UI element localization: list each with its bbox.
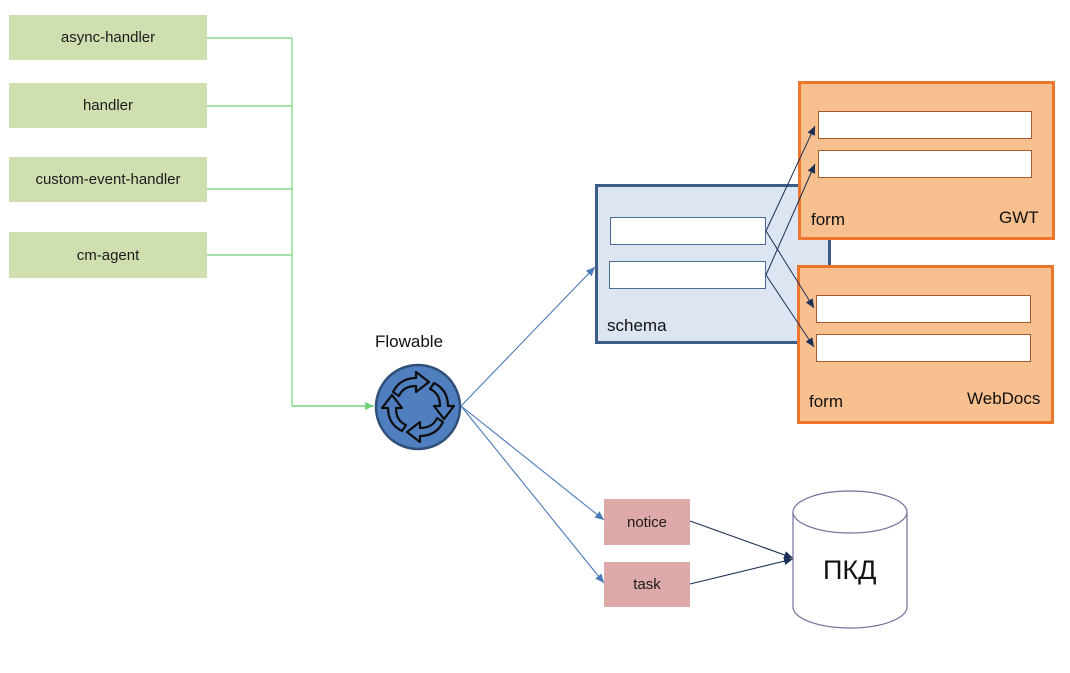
cycle-arrows-icon xyxy=(380,370,456,444)
notice-label: notice xyxy=(626,513,668,531)
handler-label: custom-event-handler xyxy=(35,171,181,188)
webdocs-field-1 xyxy=(816,295,1031,323)
gwt-field-1 xyxy=(818,111,1032,139)
flowable-node xyxy=(374,363,462,451)
handler-bus xyxy=(207,37,374,410)
schema-field-2 xyxy=(609,261,766,289)
handler-box-cm-agent: cm-agent xyxy=(9,232,207,278)
notice-box: notice xyxy=(604,499,690,545)
handler-box-handler: handler xyxy=(9,83,207,128)
handler-label: async-handler xyxy=(60,29,156,46)
handler-label: cm-agent xyxy=(76,246,140,264)
gwt-field-2 xyxy=(818,150,1032,178)
flowable-label: Flowable xyxy=(375,332,444,351)
gwt-form-label: form xyxy=(811,210,845,229)
webdocs-field-2 xyxy=(816,334,1031,362)
handler-label: handler xyxy=(82,97,134,114)
handler-box-async-handler: async-handler xyxy=(9,15,207,60)
schema-field-1 xyxy=(610,217,766,245)
webdocs-title: WebDocs xyxy=(967,389,1041,408)
schema-label: schema xyxy=(607,316,667,335)
flowable-outputs xyxy=(460,266,605,584)
task-box: task xyxy=(604,562,690,607)
task-label: task xyxy=(633,576,661,593)
gwt-title: GWT xyxy=(999,208,1039,227)
outputs-to-storage xyxy=(689,520,794,585)
storage-label: ПКД xyxy=(823,555,877,585)
webdocs-form-label: form xyxy=(809,392,843,411)
handler-box-custom-event-handler: custom-event-handler xyxy=(9,157,207,202)
